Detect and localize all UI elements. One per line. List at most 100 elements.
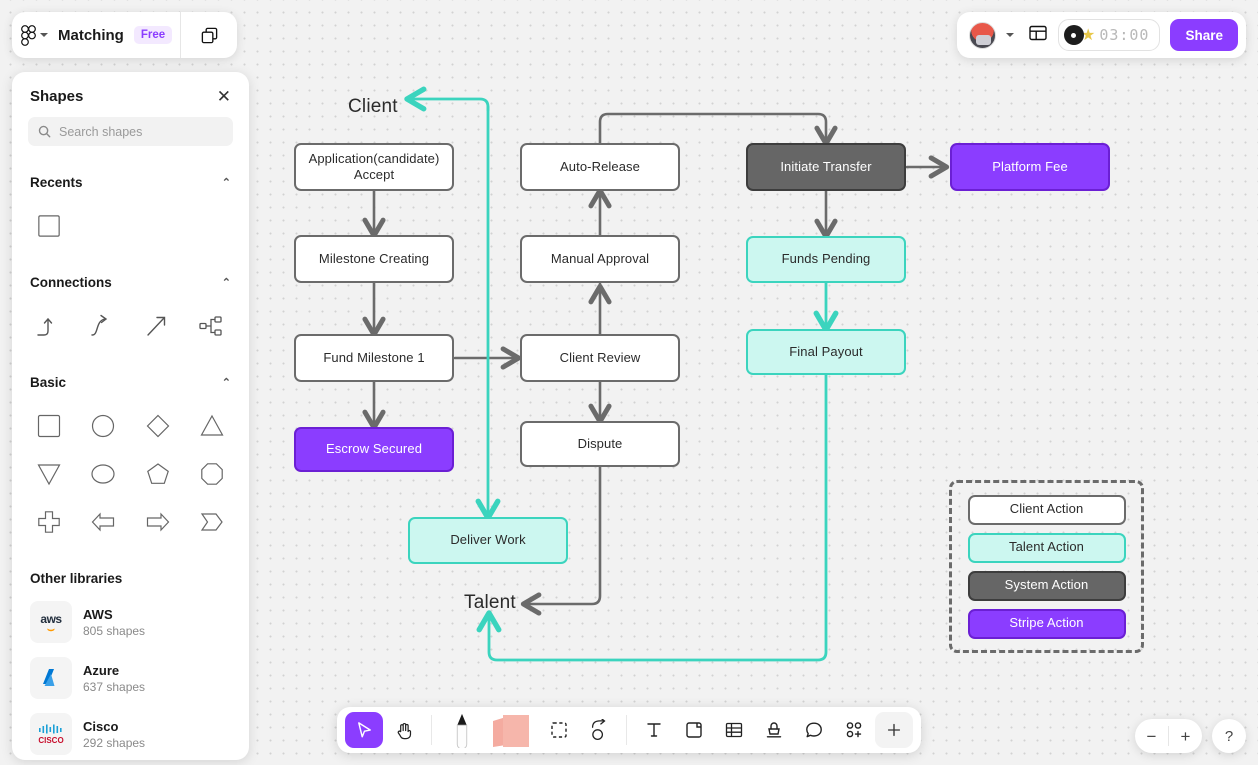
page-title[interactable]: Matching bbox=[58, 26, 124, 44]
sticky-note-icon bbox=[493, 715, 529, 747]
shape-tool[interactable] bbox=[540, 712, 578, 748]
search-box[interactable] bbox=[28, 117, 233, 146]
chevron-up-icon[interactable]: ⌃ bbox=[221, 377, 231, 389]
node-final-payout[interactable]: Final Payout bbox=[746, 329, 906, 375]
node-manual-approval[interactable]: Manual Approval bbox=[520, 235, 680, 283]
timer-widget[interactable]: ★ 03:00 bbox=[1057, 19, 1161, 51]
legend-item-client-action[interactable]: Client Action bbox=[967, 494, 1126, 525]
library-item-aws[interactable]: aws ⌣ AWS 805 shapes bbox=[12, 594, 249, 650]
shape-triangle-down[interactable] bbox=[22, 450, 76, 498]
node-label: Escrow Secured bbox=[325, 441, 423, 457]
legend-item-system-action[interactable]: System Action bbox=[967, 570, 1126, 601]
plus-icon bbox=[887, 723, 901, 737]
node-deliver-work[interactable]: Deliver Work bbox=[408, 517, 568, 564]
frame-tool[interactable] bbox=[675, 712, 713, 748]
plan-badge[interactable]: Free bbox=[133, 26, 173, 44]
lane-label-client: Client bbox=[348, 96, 398, 118]
chevron-up-icon[interactable]: ⌃ bbox=[221, 277, 231, 289]
zoom-out-button[interactable]: − bbox=[1146, 726, 1157, 746]
chevron-up-icon[interactable]: ⌃ bbox=[221, 177, 231, 189]
section-basic[interactable]: Basic ⌃ bbox=[12, 360, 249, 398]
text-tool[interactable] bbox=[635, 712, 673, 748]
layers-icon[interactable] bbox=[181, 26, 237, 45]
shape-cross[interactable] bbox=[22, 498, 76, 546]
shape-chevron[interactable] bbox=[185, 498, 239, 546]
connector-tool[interactable] bbox=[580, 712, 618, 748]
shape-square[interactable] bbox=[22, 402, 76, 450]
recents-shape-grid bbox=[12, 198, 249, 260]
shape-curved-connector[interactable] bbox=[76, 302, 130, 350]
node-label: Application(candidate) Accept bbox=[308, 150, 440, 182]
figjam-logo-icon[interactable] bbox=[12, 24, 56, 46]
library-item-cisco[interactable]: CISCO Cisco 292 shapes bbox=[12, 706, 249, 760]
library-count: 805 shapes bbox=[83, 623, 146, 638]
section-connections[interactable]: Connections ⌃ bbox=[12, 260, 249, 298]
top-right-toolbar: ★ 03:00 Share bbox=[956, 12, 1246, 58]
library-name: AWS bbox=[83, 606, 113, 622]
divider bbox=[180, 12, 181, 58]
shape-square[interactable] bbox=[22, 202, 76, 250]
shape-arrow-left[interactable] bbox=[76, 498, 130, 546]
cisco-logo-icon: CISCO bbox=[30, 713, 72, 755]
chevron-down-icon[interactable] bbox=[1005, 33, 1014, 37]
section-recents[interactable]: Recents ⌃ bbox=[12, 160, 249, 198]
close-icon[interactable]: ✕ bbox=[216, 87, 231, 106]
stamp-tool[interactable] bbox=[755, 712, 793, 748]
shape-pentagon[interactable] bbox=[131, 450, 185, 498]
legend-item-stripe-action[interactable]: Stripe Action bbox=[967, 608, 1126, 639]
node-escrow-secured[interactable]: Escrow Secured bbox=[294, 427, 454, 472]
shape-straight-arrow[interactable] bbox=[131, 302, 185, 350]
comment-tool[interactable] bbox=[795, 712, 833, 748]
section-other-libraries: Other libraries bbox=[12, 556, 249, 594]
legend-label: System Action bbox=[1004, 577, 1089, 593]
shapes-panel-title: Shapes bbox=[30, 88, 84, 105]
shape-octagon[interactable] bbox=[185, 450, 239, 498]
shape-arrow-right[interactable] bbox=[131, 498, 185, 546]
zoom-in-button[interactable]: + bbox=[1180, 726, 1191, 746]
node-initiate-transfer[interactable]: Initiate Transfer bbox=[746, 143, 906, 191]
section-title: Recents bbox=[30, 175, 83, 190]
table-tool[interactable] bbox=[715, 712, 753, 748]
layout-panel-icon[interactable] bbox=[1028, 23, 1048, 48]
help-button[interactable]: ? bbox=[1212, 719, 1246, 753]
node-label: Funds Pending bbox=[781, 251, 871, 267]
shape-ellipse[interactable] bbox=[76, 450, 130, 498]
divider bbox=[1168, 726, 1169, 746]
node-fund-milestone[interactable]: Fund Milestone 1 bbox=[294, 334, 454, 382]
legend-item-talent-action[interactable]: Talent Action bbox=[967, 532, 1126, 563]
section-title: Other libraries bbox=[30, 571, 123, 586]
shape-elbow-connector[interactable] bbox=[22, 302, 76, 350]
sticky-note-tool[interactable] bbox=[486, 712, 538, 748]
node-label: Platform Fee bbox=[992, 158, 1068, 174]
node-label: Final Payout bbox=[789, 343, 863, 359]
node-funds-pending[interactable]: Funds Pending bbox=[746, 236, 906, 283]
library-name: Cisco bbox=[83, 718, 119, 734]
shape-triangle[interactable] bbox=[185, 402, 239, 450]
shapes-panel: Shapes ✕ Recents ⌃ Connections ⌃ bbox=[12, 72, 249, 760]
aws-logo-icon: aws ⌣ bbox=[30, 601, 72, 643]
pen-tool[interactable] bbox=[440, 712, 484, 748]
hand-tool[interactable] bbox=[385, 712, 423, 748]
node-dispute[interactable]: Dispute bbox=[520, 421, 680, 467]
node-platform-fee[interactable]: Platform Fee bbox=[950, 143, 1110, 191]
azure-logo-icon bbox=[30, 657, 72, 699]
node-label: Milestone Creating bbox=[318, 250, 430, 266]
basic-shape-grid bbox=[12, 398, 249, 556]
node-application[interactable]: Application(candidate) Accept bbox=[294, 143, 454, 191]
search-input[interactable] bbox=[59, 124, 223, 139]
shape-diamond[interactable] bbox=[131, 402, 185, 450]
node-client-review[interactable]: Client Review bbox=[520, 334, 680, 382]
shape-tree-connector[interactable] bbox=[185, 302, 239, 350]
library-item-azure[interactable]: Azure 637 shapes bbox=[12, 650, 249, 706]
chevron-down-icon[interactable] bbox=[39, 33, 48, 37]
widgets-tool[interactable] bbox=[835, 712, 873, 748]
more-tool[interactable] bbox=[875, 712, 913, 748]
node-auto-release[interactable]: Auto-Release bbox=[520, 143, 680, 191]
shape-circle[interactable] bbox=[76, 402, 130, 450]
avatar[interactable] bbox=[968, 21, 996, 49]
node-milestone-creating[interactable]: Milestone Creating bbox=[294, 235, 454, 283]
lane-label-client-text: Client bbox=[348, 96, 398, 117]
share-button[interactable]: Share bbox=[1170, 19, 1238, 51]
cursor-tool[interactable] bbox=[345, 712, 383, 748]
stamp-icon bbox=[766, 722, 782, 738]
